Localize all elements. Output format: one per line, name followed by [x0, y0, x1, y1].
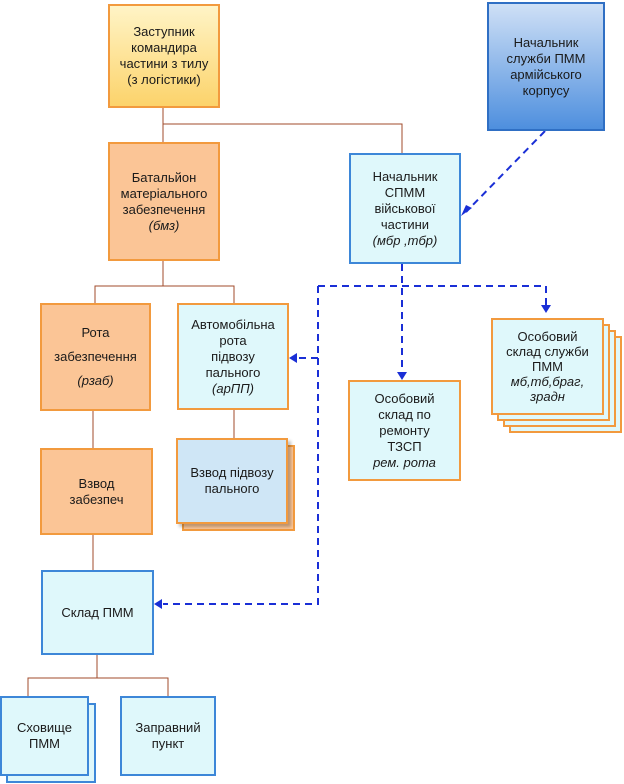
auto-company-line-4: пального: [205, 364, 261, 380]
battalion-line-3: забезпечення: [122, 201, 206, 217]
storage-line-1: Сховище: [17, 720, 72, 735]
deputy-commander-box: Заступник командира частини з тилу (з ло…: [108, 4, 220, 108]
platoon-line-1: Взвод: [78, 475, 115, 491]
support-company-box: Рота забезпечення (рзаб): [40, 303, 151, 411]
unit-chief-line-5: (мбр ,тбр): [372, 232, 438, 248]
auto-company-box: Автомобільна рота підвозу пального (арПП…: [177, 303, 289, 410]
special-depot-line-5: зрадн: [530, 389, 565, 404]
arrowhead-special-depot: [541, 305, 551, 313]
battalion-box: Батальйон матеріального забезпечення (бм…: [108, 142, 220, 261]
solid-connector-deputy-to-unit-chief: [163, 123, 403, 153]
deputy-line-3: частини з тилу: [119, 56, 209, 71]
company-line-2: забезпечення: [54, 349, 137, 364]
repair-depot-line-4: ТЗСП: [387, 438, 422, 454]
corps-chief-line-3: армійського: [510, 66, 582, 82]
repair-depot-line-5: рем. рота: [373, 454, 436, 470]
solid-connector-warehouse-fuel: [97, 677, 169, 696]
unit-chief-line-1: Начальник: [372, 168, 438, 184]
platoon-line-2: забезпеч: [69, 491, 124, 507]
dashed-connector-branch-down: [163, 286, 319, 605]
corps-fuel-chief-box: Начальник служби ПММ армійського корпусу: [487, 2, 605, 131]
fuel-point-line-1: Заправний: [135, 720, 201, 735]
warehouse-line-1: Склад ПММ: [61, 604, 134, 620]
deputy-line-2: командира: [131, 40, 197, 55]
unit-chief-line-4: частини: [380, 216, 430, 232]
arrowhead-unit-chief: [461, 205, 472, 216]
special-depot-line-4: мб,тб,браг,: [510, 374, 585, 389]
fuel-point-line-2: пункт: [151, 736, 185, 751]
special-depot-line-2: склад служби: [506, 344, 589, 359]
solid-connector-warehouse: [27, 655, 98, 696]
auto-company-line-5: (арПП): [212, 380, 254, 396]
solid-connector-battalion: [94, 261, 164, 303]
battalion-line-2: матеріального: [120, 185, 208, 201]
deputy-line-1: Заступник: [133, 24, 195, 39]
fuel-platoon-line-2: пального: [204, 481, 260, 496]
arrowhead-auto-company: [289, 353, 297, 363]
unit-fuel-chief-box: Начальник СПММ військової частини (мбр ,…: [349, 153, 461, 264]
auto-company-line-3: підвозу: [211, 348, 255, 364]
fuel-storage-box: Сховище ПММ: [0, 696, 89, 776]
dashed-connector-corps-to-unit: [465, 130, 546, 213]
dashed-connector-branch: [318, 285, 547, 306]
corps-chief-line-2: служби ПММ: [506, 50, 586, 66]
special-depot-line-3: ПММ: [531, 359, 563, 374]
unit-chief-line-2: СПММ: [384, 184, 426, 200]
fuel-warehouse-box: Склад ПММ: [41, 570, 154, 655]
solid-connector-battalion-auto: [163, 285, 235, 303]
fuel-point-box: Заправний пункт: [120, 696, 216, 776]
deputy-line-4: (з логістики): [127, 72, 201, 87]
auto-company-line-1: Автомобільна: [191, 316, 275, 332]
storage-line-2: ПММ: [28, 736, 60, 751]
repair-depot-box: Особовий склад по ремонту ТЗСП рем. рота: [348, 380, 461, 481]
auto-company-line-2: рота: [219, 332, 247, 348]
repair-depot-line-2: склад по: [378, 406, 431, 422]
unit-chief-line-3: військової: [374, 200, 436, 216]
fuel-platoon-line-1: Взвод підвозу: [190, 465, 274, 480]
battalion-line-4: (бмз): [148, 217, 180, 233]
company-line-3: (рзаб): [77, 373, 114, 388]
arrowhead-warehouse: [154, 599, 162, 609]
special-depot-box: Особовий склад служби ПММ мб,тб,браг, зр…: [491, 318, 604, 415]
fuel-platoon-box: Взвод підвозу пального: [176, 438, 288, 524]
corps-chief-line-4: корпусу: [522, 82, 570, 98]
arrowhead-repair: [397, 372, 407, 380]
special-depot-line-1: Особовий: [517, 329, 578, 344]
repair-depot-line-1: Особовий: [374, 390, 435, 406]
platoon-box: Взвод забезпеч: [40, 448, 153, 535]
battalion-line-1: Батальйон: [131, 169, 197, 185]
corps-chief-line-1: Начальник: [513, 34, 579, 50]
repair-depot-line-3: ремонту: [379, 422, 430, 438]
company-line-1: Рота: [81, 325, 110, 340]
